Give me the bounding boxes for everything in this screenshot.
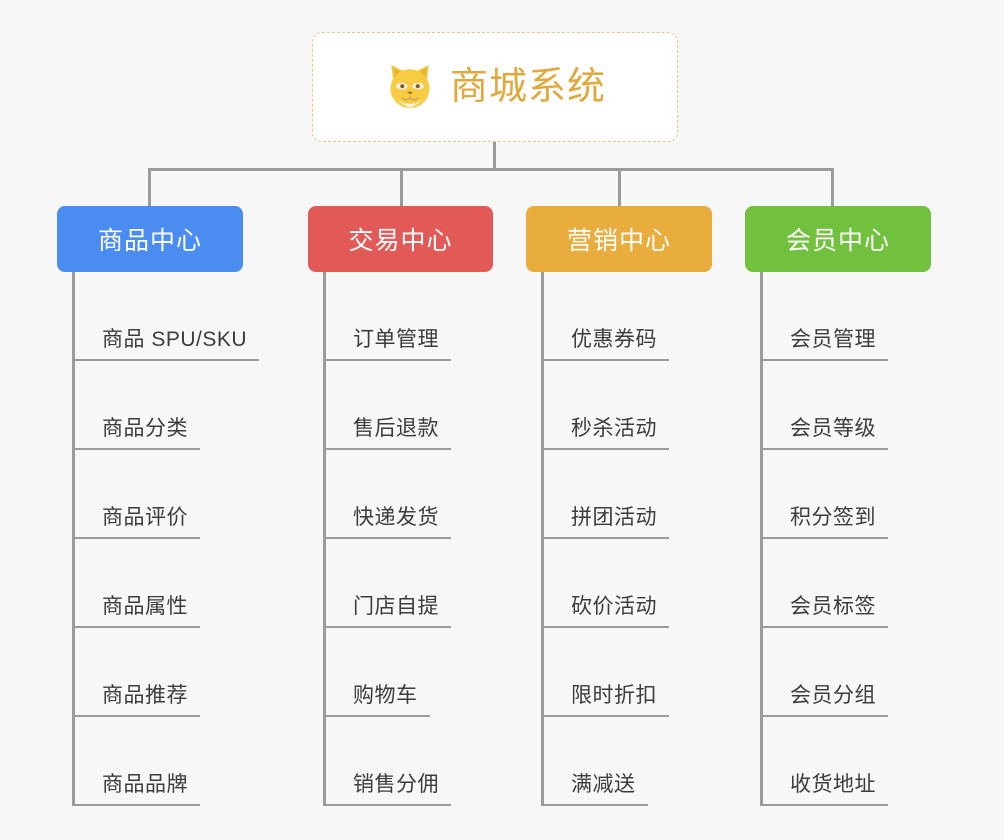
leaf-item-label: 商品评价 — [102, 506, 188, 529]
leaf-item-label: 秒杀活动 — [571, 417, 657, 440]
leaf-item-label: 会员等级 — [790, 417, 876, 440]
leaf-item-underline — [541, 626, 669, 628]
root-title: 商城系统 — [449, 66, 606, 108]
category-box-4[interactable]: 会员中心 — [745, 206, 931, 272]
leaf-item-underline — [72, 804, 200, 806]
connector-drop-4 — [831, 168, 834, 206]
leaf-item-underline — [541, 715, 669, 717]
branch-spine-4 — [760, 272, 763, 806]
connector-root-stem — [493, 142, 496, 170]
leaf-item-underline — [72, 715, 200, 717]
connector-drop-2 — [400, 168, 403, 206]
leaf-item-label: 积分签到 — [790, 506, 876, 529]
leaf-item-underline — [760, 715, 888, 717]
connector-horizontal-bus — [148, 168, 834, 171]
leaf-item-underline — [72, 626, 200, 628]
connector-drop-1 — [148, 168, 151, 206]
leaf-item-underline — [72, 448, 200, 450]
leaf-item-underline — [323, 537, 451, 539]
leaf-item-label: 限时折扣 — [571, 684, 657, 707]
root-node[interactable]: 商城系统 — [312, 32, 678, 142]
leaf-item-label: 商品推荐 — [102, 684, 188, 707]
leaf-item-label: 砍价活动 — [571, 595, 657, 618]
leaf-item-label: 优惠券码 — [571, 328, 657, 351]
leaf-item-label: 收货地址 — [790, 773, 876, 796]
leaf-item-underline — [760, 804, 888, 806]
leaf-item-label: 门店自提 — [353, 595, 439, 618]
leaf-item-label: 商品属性 — [102, 595, 188, 618]
category-label-1: 商品中心 — [97, 227, 202, 255]
category-label-2: 交易中心 — [348, 227, 453, 255]
category-label-4: 会员中心 — [785, 227, 890, 255]
leaf-item-label: 销售分佣 — [353, 773, 439, 796]
leaf-item-underline — [760, 626, 888, 628]
leaf-item-label: 订单管理 — [353, 328, 439, 351]
leaf-item-label: 商品品牌 — [102, 773, 188, 796]
connector-drop-3 — [618, 168, 621, 206]
branch-spine-3 — [541, 272, 544, 806]
leaf-item-underline — [541, 448, 669, 450]
leaf-item-underline — [323, 804, 451, 806]
category-box-1[interactable]: 商品中心 — [57, 206, 243, 272]
leaf-item-label: 商品 SPU/SKU — [102, 328, 248, 351]
category-label-3: 营销中心 — [566, 227, 671, 255]
leaf-item-underline — [541, 804, 648, 806]
leaf-item-underline — [760, 359, 888, 361]
category-box-2[interactable]: 交易中心 — [308, 206, 493, 272]
leaf-item-underline — [760, 448, 888, 450]
leaf-item-underline — [760, 537, 888, 539]
leaf-item-underline — [541, 359, 669, 361]
shiba-dog-icon — [390, 65, 430, 109]
leaf-item-label: 售后退款 — [353, 417, 439, 440]
leaf-item-label: 会员标签 — [790, 595, 876, 618]
leaf-item-underline — [72, 537, 200, 539]
leaf-item-label: 拼团活动 — [571, 506, 657, 529]
branch-spine-2 — [323, 272, 326, 806]
leaf-item-underline — [323, 359, 451, 361]
leaf-item-underline — [323, 448, 451, 450]
leaf-item-label: 满减送 — [571, 773, 636, 796]
leaf-item-underline — [541, 537, 669, 539]
leaf-item-underline — [323, 626, 451, 628]
leaf-item-label: 商品分类 — [102, 417, 188, 440]
leaf-item-label: 快递发货 — [353, 506, 439, 529]
leaf-item-label: 会员管理 — [790, 328, 876, 351]
leaf-item-label: 会员分组 — [790, 684, 876, 707]
leaf-item-underline — [72, 359, 259, 361]
branch-spine-1 — [72, 272, 75, 806]
leaf-item-label: 购物车 — [353, 684, 418, 707]
leaf-item-underline — [323, 715, 430, 717]
category-box-3[interactable]: 营销中心 — [526, 206, 712, 272]
